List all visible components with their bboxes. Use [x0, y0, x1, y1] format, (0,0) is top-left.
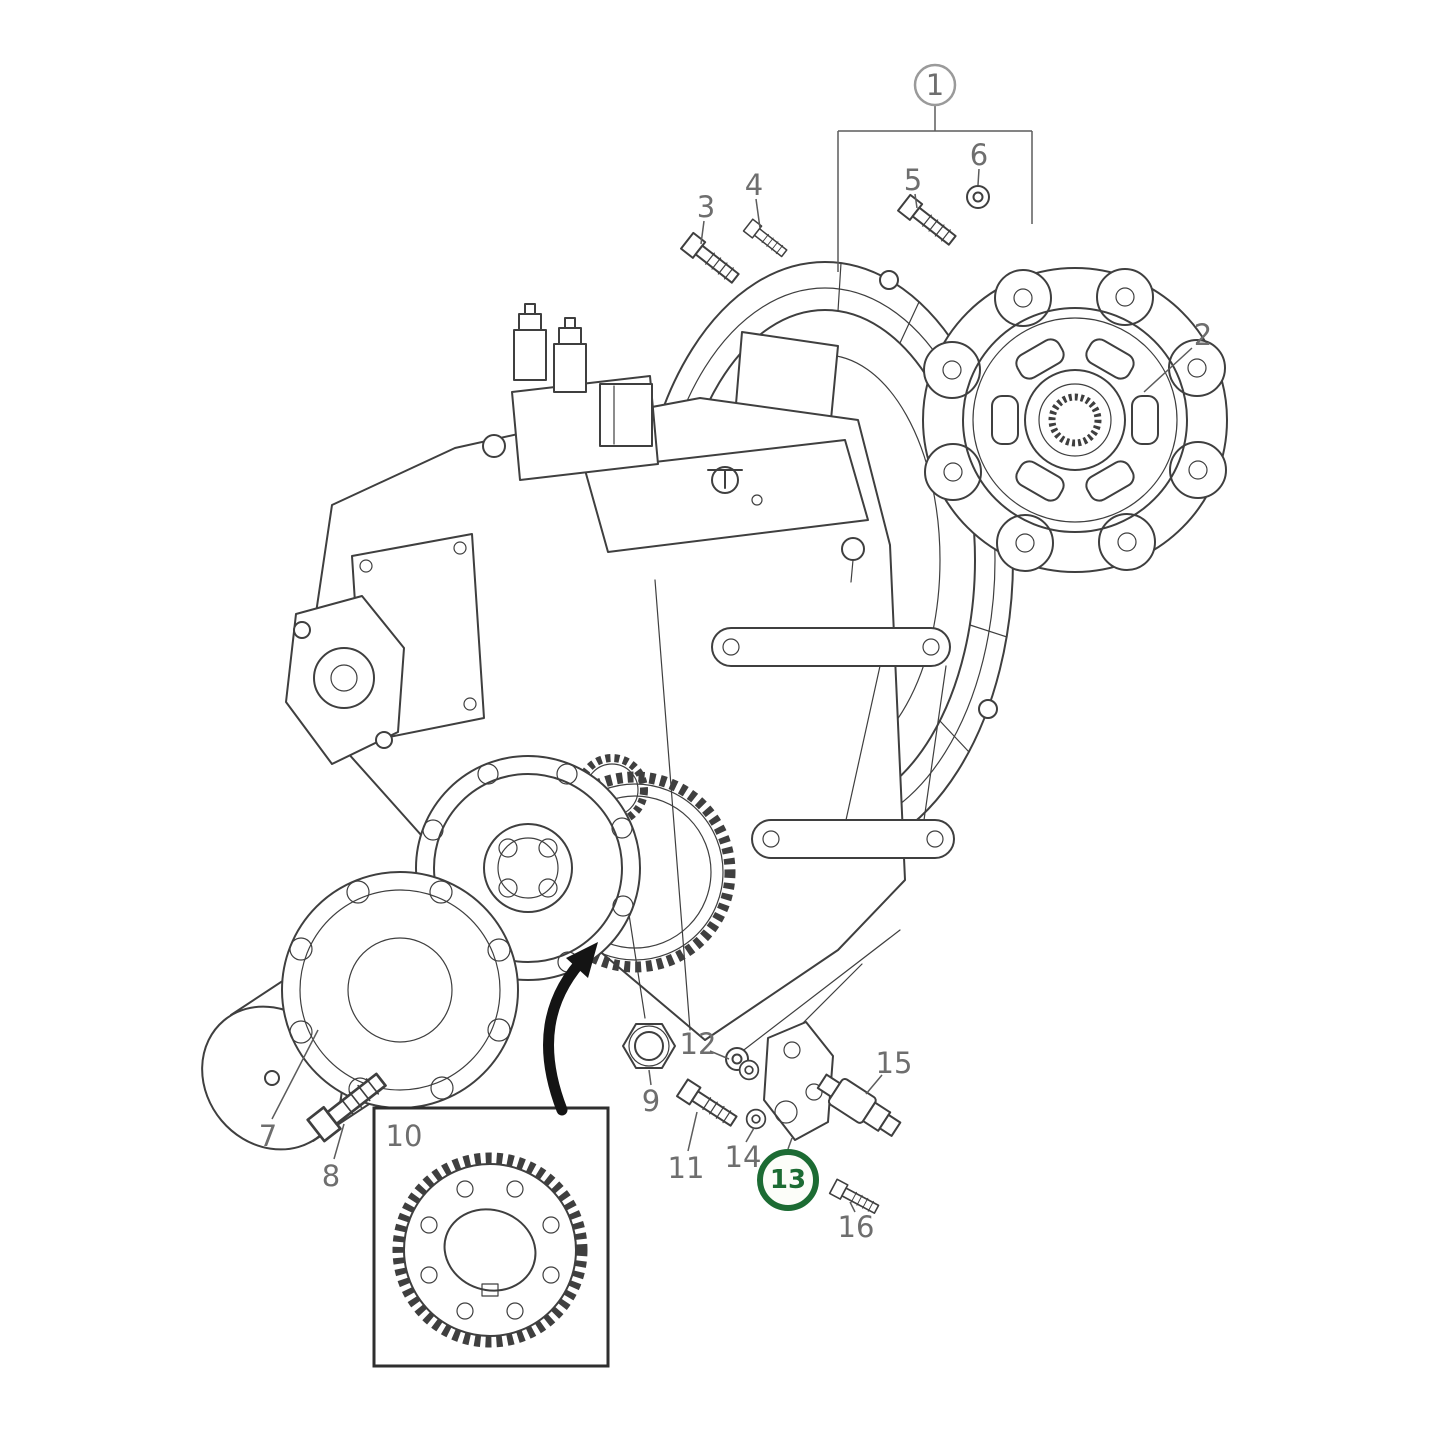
callout-3: 3 — [697, 190, 715, 245]
callout-12: 12 — [680, 1027, 730, 1061]
callout-5: 5 — [904, 163, 922, 209]
callout-label-12: 12 — [680, 1027, 717, 1061]
callout-label-14: 14 — [725, 1140, 762, 1174]
top-cover-plate — [584, 439, 869, 553]
washer-6 — [966, 185, 990, 209]
callout-7: 7 — [259, 1029, 319, 1153]
callout-label-2: 2 — [1194, 318, 1212, 352]
stud-4 — [742, 218, 790, 260]
pulse-wheel-teeth — [392, 1152, 588, 1348]
callout-8: 8 — [322, 1123, 345, 1193]
leader-line-16 — [849, 1201, 856, 1213]
bolt-5 — [897, 193, 960, 250]
damper-lobes — [923, 268, 1227, 572]
leader-line-12 — [709, 1050, 730, 1060]
washer-12b — [738, 1059, 760, 1081]
pointer-arrow — [543, 942, 598, 1116]
damper-spring-windows — [991, 338, 1159, 502]
leader-line-11 — [687, 1111, 698, 1152]
callout-6: 6 — [970, 138, 988, 186]
leader-line-15 — [865, 1074, 883, 1095]
leader-line-3 — [700, 220, 705, 245]
side-pump-assembly — [285, 533, 485, 765]
knurled-knob — [482, 434, 506, 458]
leader-line-9 — [648, 1069, 652, 1086]
callout-ring-1 — [913, 63, 957, 107]
callout-9: 9 — [642, 1069, 660, 1118]
callout-4: 4 — [745, 168, 763, 229]
leader-line-6 — [977, 168, 980, 186]
callout-11: 11 — [668, 1111, 705, 1185]
callout-label-8: 8 — [322, 1159, 340, 1193]
callout-10: 10 — [386, 1119, 423, 1153]
speed-sensor-15 — [816, 1073, 902, 1137]
damper-plate — [922, 267, 1228, 573]
shaft-nut-9 — [622, 1023, 676, 1069]
callout-13: 13 — [757, 1137, 819, 1211]
leader-line-13 — [787, 1137, 793, 1150]
callout-label-5: 5 — [904, 163, 922, 197]
callout-14: 14 — [725, 1127, 762, 1174]
callout-label-1: 1 — [926, 68, 944, 102]
callout-label-4: 4 — [745, 168, 763, 202]
callout-label-9: 9 — [642, 1084, 660, 1118]
callout-label-16: 16 — [838, 1210, 875, 1244]
highlight-ring-13 — [757, 1149, 819, 1211]
callout-label-13: 13 — [770, 1165, 806, 1195]
leader-line-7 — [271, 1029, 319, 1120]
leader-line-2 — [1143, 347, 1193, 393]
solenoid-valves — [482, 303, 659, 481]
callout-label-6: 6 — [970, 138, 988, 172]
callout-2: 2 — [1143, 318, 1212, 393]
pulse-wheel-inset — [372, 1106, 610, 1368]
mount-reference-line — [735, 929, 901, 1057]
leader-line-4 — [755, 198, 761, 229]
bolt-11 — [675, 1078, 741, 1131]
output-flange — [281, 871, 519, 1109]
leader-line-5 — [914, 193, 918, 209]
callout-label-11: 11 — [668, 1151, 705, 1185]
leader-line-14 — [745, 1127, 755, 1143]
spline-hub — [1048, 393, 1102, 447]
cover-handle — [707, 466, 763, 506]
sensor-bracket-13 — [763, 1021, 834, 1141]
callout-label-10: 10 — [386, 1119, 423, 1153]
leader-line-8 — [333, 1123, 345, 1160]
callout-1: 1 — [837, 63, 1033, 272]
callout-16: 16 — [838, 1201, 875, 1244]
callout-label-7: 7 — [259, 1119, 277, 1153]
callout-15: 15 — [865, 1046, 913, 1095]
callout-label-15: 15 — [876, 1046, 913, 1080]
washer-14 — [745, 1108, 767, 1130]
dipstick — [841, 537, 865, 583]
engine-mount-bracket — [711, 627, 955, 859]
bolt-3 — [680, 231, 743, 288]
gearbox-housing — [285, 303, 955, 1041]
inset-frame — [372, 1106, 610, 1368]
callout-label-3: 3 — [697, 190, 715, 224]
